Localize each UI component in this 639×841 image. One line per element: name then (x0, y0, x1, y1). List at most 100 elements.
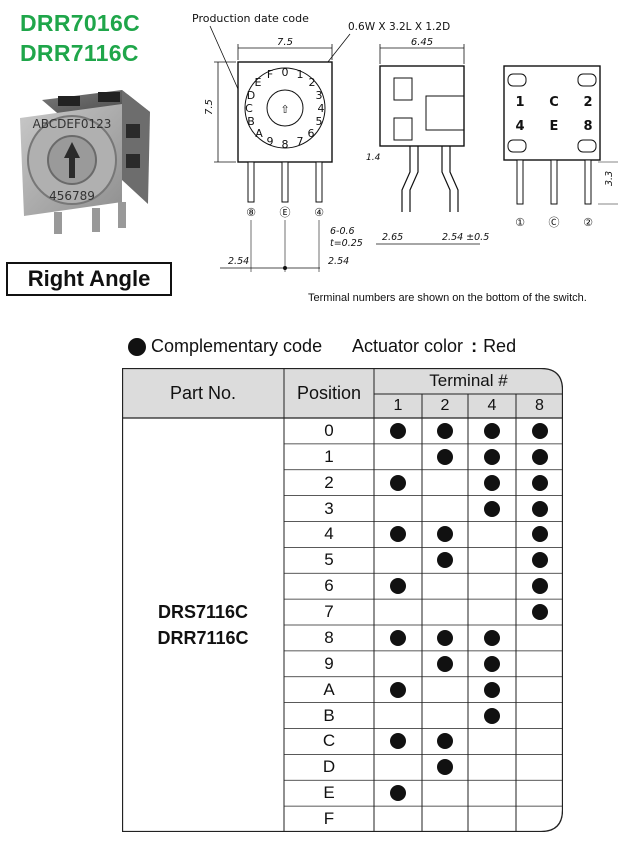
bottom-grid-8: 8 (583, 119, 592, 134)
filled-dot-icon (437, 629, 453, 646)
terminal-cell (374, 547, 422, 573)
svg-text:E: E (255, 76, 262, 89)
header-part-no: Part No. (169, 382, 237, 403)
terminal-cell (468, 496, 516, 522)
terminal-cell (516, 547, 563, 573)
filled-dot-icon (484, 500, 500, 517)
filled-dot-icon (390, 785, 406, 802)
terminal-cell (422, 444, 468, 470)
filled-dot-icon (390, 422, 406, 439)
filled-dot-icon (437, 526, 453, 543)
filled-dot-icon (390, 733, 406, 750)
position-cell: 3 (324, 498, 334, 518)
terminal-cell (516, 754, 563, 780)
position-cell: B (323, 705, 335, 725)
terminal-cell (422, 418, 468, 444)
position-cell: 9 (324, 653, 334, 673)
position-cell: 0 (324, 420, 334, 440)
terminal-cell (468, 806, 516, 832)
filled-dot-icon (437, 552, 453, 569)
header-terminal-8: 8 (535, 397, 544, 414)
terminal-cell (422, 547, 468, 573)
terminal-cell (468, 729, 516, 755)
filled-dot-icon (437, 422, 453, 439)
position-cell: 1 (324, 446, 334, 466)
dim-offset: 2.65 (382, 232, 403, 243)
bottom-terminal-1: ① (515, 216, 525, 229)
terminal-cell (516, 496, 563, 522)
filled-dot-icon (437, 655, 453, 672)
svg-text:3: 3 (316, 89, 323, 102)
terminal-cell (468, 703, 516, 729)
terminal-cell (468, 625, 516, 651)
terminal-cell (516, 651, 563, 677)
terminal-cell (468, 780, 516, 806)
model-name-2: DRR7116C (20, 40, 139, 66)
svg-text:4: 4 (318, 102, 325, 115)
front-terminal-8: ⑧ (246, 206, 256, 219)
filled-dot-icon (390, 578, 406, 595)
position-cell: 7 (324, 602, 334, 622)
actuator-value: Red (483, 336, 517, 356)
terminal-cell (374, 573, 422, 599)
terminal-cell (468, 444, 516, 470)
bottom-grid-4: 4 (515, 119, 524, 134)
terminal-cell (422, 573, 468, 599)
terminal-cell (374, 418, 422, 444)
terminal-cell (468, 677, 516, 703)
position-cell: 8 (324, 627, 334, 647)
terminal-cell (422, 677, 468, 703)
svg-text:7: 7 (297, 135, 304, 148)
terminal-cell (374, 651, 422, 677)
terminal-cell (422, 806, 468, 832)
bottom-terminal-c: Ⓒ (549, 216, 560, 229)
dim-small: 1.4 (366, 153, 381, 163)
position-cell: C (322, 731, 336, 751)
svg-text:0: 0 (282, 66, 289, 79)
filled-dot-icon (484, 474, 500, 491)
terminal-cell (516, 573, 563, 599)
terminal-cell (468, 522, 516, 548)
part-number: DRS7116C (157, 602, 249, 622)
filled-dot-icon (484, 422, 500, 439)
part-number: DRR7116C (157, 628, 249, 648)
filled-dot-icon (484, 448, 500, 465)
terminal-cell (516, 677, 563, 703)
terminal-cell (422, 780, 468, 806)
terminal-cell (422, 522, 468, 548)
position-cell: 2 (324, 472, 334, 492)
terminal-cell (468, 599, 516, 625)
filled-dot-icon (390, 474, 406, 491)
dim-pin-thickness: t=0.25 (330, 238, 363, 249)
position-cell: D (322, 757, 336, 777)
dim-pitch-2: 2.54 (328, 256, 349, 267)
filled-dot-icon (484, 655, 500, 672)
terminal-cell (374, 599, 422, 625)
part-number-block: DRS7116C DRR7116C (122, 418, 284, 832)
dim-terminal-height: 3.3 (604, 171, 615, 186)
header-terminal: Terminal # (429, 371, 508, 390)
svg-text:1: 1 (297, 68, 304, 81)
filled-dot-icon (128, 337, 146, 356)
bottom-grid-1: 1 (515, 95, 524, 110)
filled-dot-icon (484, 707, 500, 724)
marking-size-label: 0.6W X 3.2L X 1.2D (348, 21, 450, 33)
terminal-cell (422, 651, 468, 677)
position-cell: F (323, 809, 335, 829)
terminal-cell (374, 470, 422, 496)
terminal-cell (374, 444, 422, 470)
header-terminal-4: 4 (487, 397, 497, 414)
terminal-cell (374, 780, 422, 806)
production-date-label: Production date code (192, 12, 309, 25)
svg-text:8: 8 (282, 138, 289, 151)
position-cell: 5 (324, 550, 334, 570)
terminal-cell (374, 496, 422, 522)
terminal-cell (422, 625, 468, 651)
position-cell: A (323, 679, 335, 699)
svg-text:A: A (255, 127, 263, 140)
dim-pin-width: 6-0.6 (330, 226, 355, 237)
terminal-footnote: Terminal numbers are shown on the bottom… (308, 292, 587, 304)
terminal-cell (516, 729, 563, 755)
header-terminal-2: 2 (440, 397, 450, 414)
header-terminal-1: 1 (393, 397, 403, 414)
